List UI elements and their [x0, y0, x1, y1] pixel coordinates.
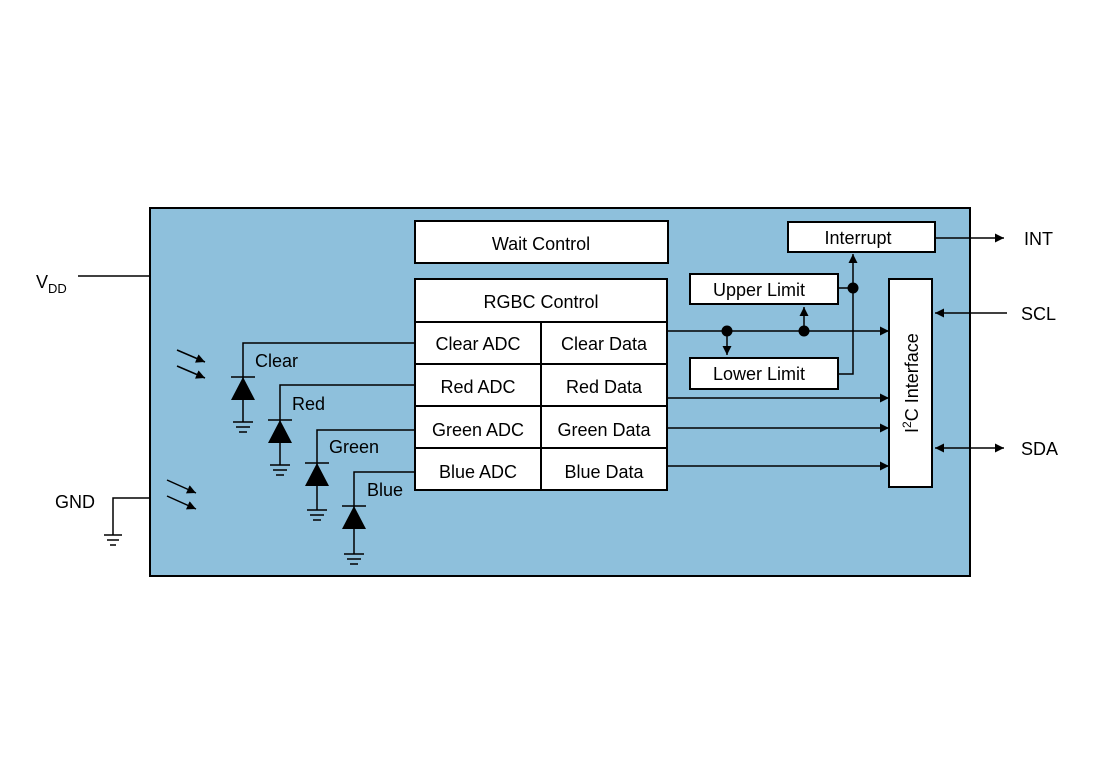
svg-text:Green Data: Green Data: [557, 420, 651, 440]
svg-text:Green ADC: Green ADC: [432, 420, 524, 440]
i2c-interface-label: I2C Interface: [900, 333, 922, 433]
wait-control-label: Wait Control: [492, 234, 590, 254]
signal-wires: [667, 254, 889, 471]
svg-text:Blue ADC: Blue ADC: [439, 462, 517, 482]
gnd-ground-icon: [104, 497, 150, 546]
diode-icon: [305, 463, 329, 486]
light-arrows-icon: [166, 349, 206, 510]
lower-limit-block: [689, 357, 839, 390]
svg-text:Blue: Blue: [367, 480, 403, 500]
svg-text:Red ADC: Red ADC: [440, 377, 515, 397]
svg-text:Red Data: Red Data: [566, 377, 643, 397]
svg-text:Red: Red: [292, 394, 325, 414]
gnd-label: GND: [55, 492, 95, 512]
int-pin-label: INT: [1024, 229, 1053, 249]
wait-control-block: [414, 220, 669, 264]
svg-text:Clear: Clear: [255, 351, 298, 371]
diode-icon: [231, 377, 255, 400]
vdd-label: VDD: [36, 272, 67, 296]
upper-limit-block: [689, 273, 839, 305]
photodiode-red: Red: [268, 384, 415, 476]
rgbc-control-label: RGBC Control: [483, 292, 598, 312]
red-data-block: [540, 363, 668, 407]
blue-data-block: [540, 447, 668, 491]
svg-text:Blue Data: Blue Data: [564, 462, 644, 482]
clear-data-block: [540, 321, 668, 365]
i2c-interface-block: [888, 278, 933, 488]
adc-data-rows: Clear ADC Clear Data Red ADC Red Data Gr…: [414, 321, 668, 491]
svg-text:Green: Green: [329, 437, 379, 457]
sda-pin-label: SDA: [1021, 439, 1058, 459]
svg-text:Clear Data: Clear Data: [561, 334, 648, 354]
rgbc-control-block: [414, 278, 668, 323]
diode-icon: [268, 420, 292, 443]
photodiode-clear: Clear: [231, 342, 415, 433]
svg-text:Clear ADC: Clear ADC: [435, 334, 520, 354]
svg-text:Interrupt: Interrupt: [824, 228, 891, 248]
diode-icon: [342, 506, 366, 529]
photodiode-blue: Blue: [342, 471, 415, 565]
svg-text:Lower Limit: Lower Limit: [713, 364, 805, 384]
photodiode-green: Green: [305, 429, 415, 521]
scl-pin-label: SCL: [1021, 304, 1056, 324]
green-data-block: [540, 405, 668, 449]
svg-text:Upper Limit: Upper Limit: [713, 280, 805, 300]
